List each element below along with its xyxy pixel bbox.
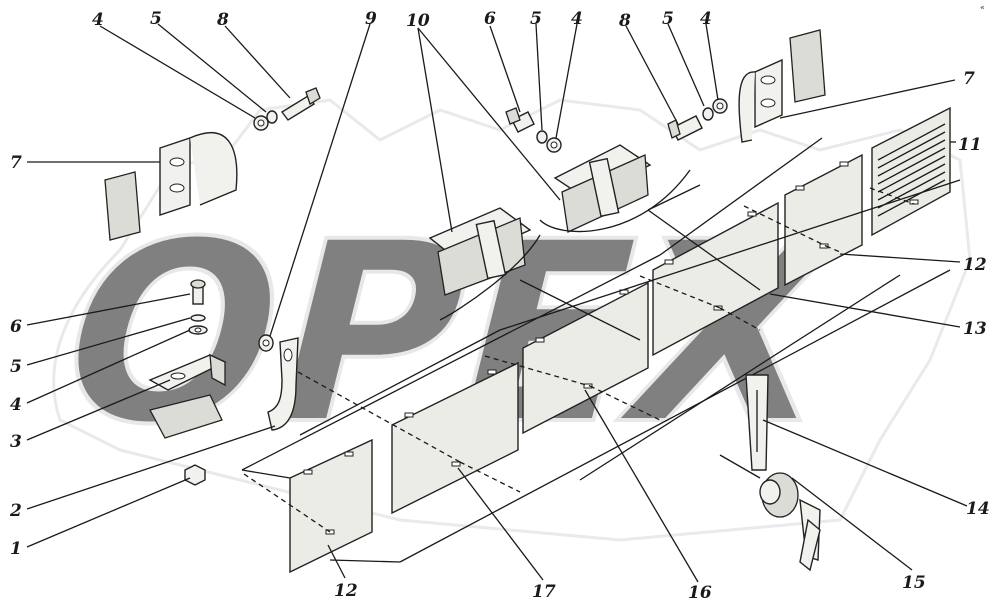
label-15: 15 — [902, 573, 926, 593]
part-labels: 4 5 8 9 10 6 5 4 8 5 4 7 7 11 12 13 6 5 … — [9, 9, 990, 603]
dashed-guides — [243, 187, 915, 533]
panel-12-right — [784, 153, 863, 287]
bolt-8-top-left — [280, 87, 321, 121]
latch-10-right — [553, 144, 652, 233]
label-5: 5 — [10, 357, 22, 377]
washer-4-top-left — [253, 115, 269, 131]
screw-6-left — [190, 279, 206, 305]
label-12: 12 — [334, 581, 358, 601]
bolt-8-top-right — [667, 115, 703, 141]
lock-15 — [719, 454, 821, 572]
handle-7-right — [738, 29, 826, 143]
washer-5-left — [190, 314, 206, 322]
leader-lines — [26, 23, 968, 583]
label-11: 11 — [958, 135, 982, 155]
label-4: 4 — [10, 395, 22, 415]
label-6: 6 — [10, 317, 22, 337]
label-7: 7 — [963, 69, 975, 89]
washer-5-top — [536, 130, 548, 144]
label-6: 6 — [484, 9, 496, 29]
label-2: 2 — [9, 501, 22, 521]
pin-14 — [745, 374, 769, 471]
latch-10-left — [428, 207, 532, 296]
label-12: 12 — [963, 255, 987, 275]
arc-guide — [539, 169, 691, 233]
label-8: 8 — [618, 11, 631, 31]
label-9: 9 — [365, 9, 377, 29]
washer-5-top-right — [702, 107, 714, 121]
label-13: 13 — [963, 319, 987, 339]
label-16: 16 — [688, 583, 712, 603]
panel-12-left — [289, 438, 373, 574]
washer-9 — [258, 334, 274, 352]
bracket-3 — [148, 353, 227, 439]
label-10: 10 — [406, 11, 430, 31]
label-5: 5 — [530, 9, 542, 29]
label-1: 1 — [10, 539, 22, 559]
grille-panel-11 — [871, 106, 951, 237]
panel-13 — [652, 201, 779, 357]
label-4: 4 — [92, 10, 104, 30]
washer-5-top-left — [266, 110, 278, 124]
corner-mark: « — [980, 3, 985, 12]
label-14: 14 — [966, 499, 990, 519]
label-17: 17 — [532, 582, 556, 602]
panel-16 — [522, 281, 649, 435]
label-8: 8 — [216, 10, 229, 30]
panel-17 — [391, 361, 519, 515]
label-5: 5 — [662, 9, 674, 29]
label-7: 7 — [10, 153, 22, 173]
label-5: 5 — [150, 9, 162, 29]
hook-2 — [267, 337, 299, 431]
label-4: 4 — [700, 9, 712, 29]
arc-guide-2 — [439, 234, 541, 321]
washer-4-left — [188, 325, 208, 335]
screw-6-top — [505, 107, 535, 133]
label-3: 3 — [10, 432, 22, 452]
washer-4-top-right — [712, 98, 728, 114]
handle-7-left — [104, 132, 238, 241]
washer-4-top — [546, 137, 562, 153]
nut-1 — [184, 464, 206, 486]
label-4: 4 — [571, 9, 583, 29]
